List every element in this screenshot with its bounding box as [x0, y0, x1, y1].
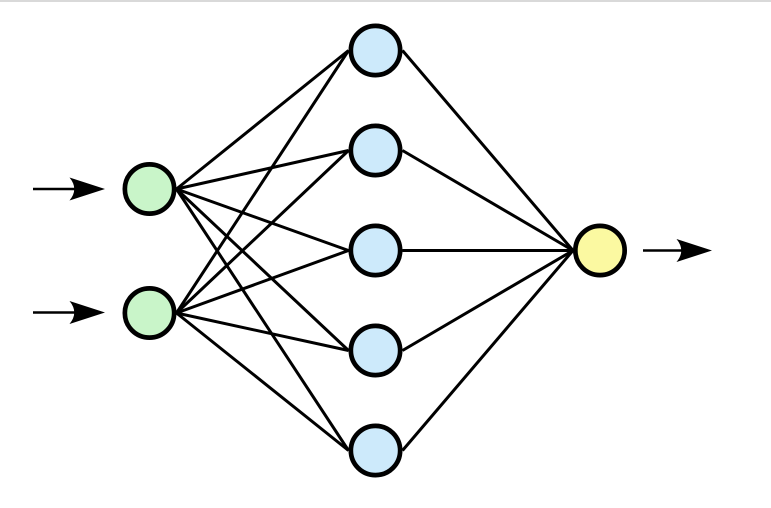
edge-input-2-hidden-1 — [175, 49, 350, 314]
edge-input-1-hidden-3 — [175, 187, 350, 252]
input-1-node — [122, 162, 177, 217]
hidden-5-node — [348, 423, 403, 478]
output-arrow-head — [676, 239, 712, 262]
input-arrow-1-head — [69, 177, 105, 201]
edge-input-1-hidden-1 — [175, 49, 350, 191]
edge-hidden-5-output-1 — [401, 249, 575, 452]
edge-hidden-2-output-1 — [401, 149, 574, 252]
edge-input-1-hidden-2 — [176, 149, 349, 191]
edge-input-2-hidden-5 — [175, 311, 350, 452]
hidden-4-node — [348, 323, 403, 378]
hidden-3-node — [348, 223, 403, 278]
edge-input-2-hidden-4 — [176, 311, 349, 352]
window-top-border — [0, 0, 771, 2]
edge-input-1-hidden-4 — [175, 187, 350, 352]
input-arrow-2-head — [69, 301, 105, 324]
edge-input-1-hidden-5 — [175, 188, 350, 452]
edge-input-2-hidden-3 — [175, 249, 350, 315]
input-2-node — [122, 286, 177, 341]
hidden-1-node — [348, 23, 403, 78]
edge-hidden-1-output-1 — [401, 49, 575, 252]
edge-input-2-hidden-2 — [175, 149, 350, 315]
hidden-2-node — [348, 123, 403, 178]
output-1-node — [572, 223, 627, 278]
edge-hidden-4-output-1 — [401, 249, 574, 352]
